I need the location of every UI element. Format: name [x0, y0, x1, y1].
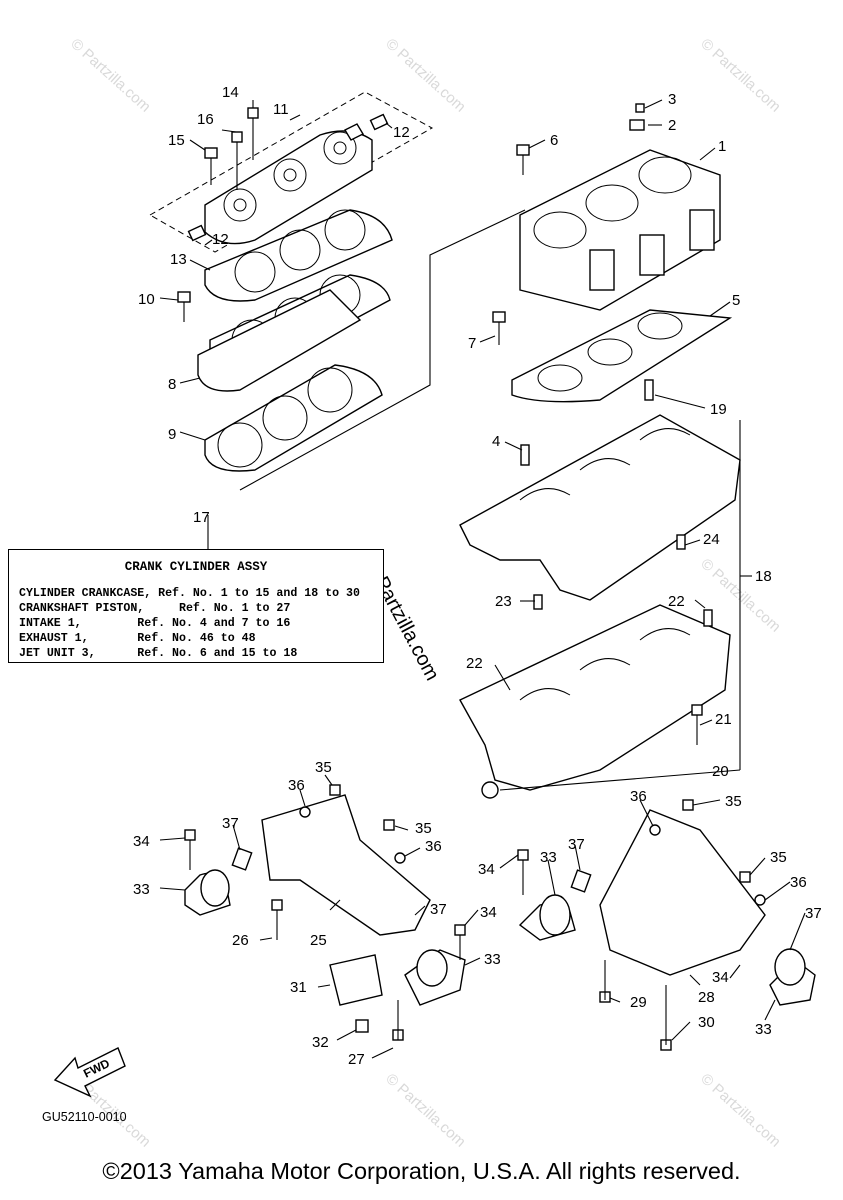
- callout-19: 19: [710, 401, 727, 418]
- callout-34b: 34: [480, 904, 497, 921]
- left-mount-group: [184, 784, 466, 1041]
- legend-rows: CYLINDER CRANKCASE, Ref. No. 1 to 15 and…: [19, 586, 360, 661]
- callout-22b: 22: [466, 655, 483, 672]
- callout-37d: 37: [805, 905, 822, 922]
- callout-25: 25: [310, 932, 327, 949]
- right-mount-group: [517, 799, 816, 1051]
- callout-33d: 33: [755, 1021, 772, 1038]
- assembly-legend: CRANK CYLINDER ASSY CYLINDER CRANKCASE, …: [8, 549, 384, 663]
- callout-17: 17: [193, 509, 210, 526]
- callout-13: 13: [170, 251, 187, 268]
- callout-20: 20: [712, 763, 729, 780]
- callout-22: 22: [668, 593, 685, 610]
- callout-36d: 36: [790, 874, 807, 891]
- callout-3: 3: [668, 91, 676, 108]
- callout-37c: 37: [568, 836, 585, 853]
- callout-30: 30: [698, 1014, 715, 1031]
- callout-14: 14: [222, 84, 239, 101]
- callout-32: 32: [312, 1034, 329, 1051]
- callout-26: 26: [232, 932, 249, 949]
- watermark: © Partzilla.com: [67, 35, 153, 115]
- callout-11: 11: [273, 101, 289, 118]
- base-gasket: [511, 309, 733, 403]
- callout-35d: 35: [770, 849, 787, 866]
- intake-head-group: [148, 91, 434, 253]
- callout-35: 35: [315, 759, 332, 776]
- bolt-group-upper: [204, 107, 259, 190]
- diagram-code: GU52110-0010: [42, 1110, 127, 1124]
- legend-title: CRANK CYLINDER ASSY: [124, 560, 268, 574]
- callout-33: 33: [133, 881, 150, 898]
- callout-4: 4: [492, 433, 500, 450]
- upper-crankcase: [459, 379, 741, 770]
- legend-row: CRANKSHAFT PISTON, Ref. No. 1 to 27: [19, 602, 291, 615]
- callout-18: 18: [755, 568, 772, 585]
- callout-33b: 33: [484, 951, 501, 968]
- callout-35c: 35: [725, 793, 742, 810]
- callout-12b: 12: [212, 231, 229, 248]
- callout-15: 15: [168, 132, 185, 149]
- callout-29: 29: [630, 994, 647, 1011]
- callout-34d: 34: [712, 969, 729, 986]
- callout-2: 2: [668, 117, 676, 134]
- cylinder-block: [519, 103, 721, 311]
- legend-row: INTAKE 1, Ref. No. 4 and 7 to 16: [19, 617, 291, 630]
- callout-36b: 36: [425, 838, 442, 855]
- legend-row: CYLINDER CRANKCASE, Ref. No. 1 to 15 and…: [19, 587, 360, 600]
- callout-28: 28: [698, 989, 715, 1006]
- cylinder-head-gaskets: [177, 209, 526, 491]
- callout-10: 10: [138, 291, 155, 308]
- callout-8: 8: [168, 376, 176, 393]
- callout-36c: 36: [630, 788, 647, 805]
- callout-21: 21: [715, 711, 732, 728]
- legend-row: EXHAUST 1, Ref. No. 46 to 48: [19, 632, 256, 645]
- callout-1: 1: [718, 138, 726, 155]
- leader-lines: [159, 99, 806, 1059]
- callout-27: 27: [348, 1051, 365, 1068]
- callout-5: 5: [732, 292, 740, 309]
- watermark: © Partzilla.com: [697, 1070, 783, 1150]
- watermark: © Partzilla.com: [382, 1070, 468, 1150]
- callout-numbers: 14 11 16 15 12 12 13 10 8 9 3 2 1 6 5 7 …: [133, 84, 822, 1068]
- callout-37: 37: [222, 815, 239, 832]
- legend-row: JET UNIT 3, Ref. No. 6 and 15 to 18: [19, 647, 298, 660]
- callout-36: 36: [288, 777, 305, 794]
- callout-34c: 34: [478, 861, 495, 878]
- callout-34: 34: [133, 833, 150, 850]
- bolt-6: [516, 144, 530, 175]
- bolt-7: [492, 311, 506, 345]
- callout-6: 6: [550, 132, 558, 149]
- lower-crankcase: [459, 604, 741, 799]
- callout-9: 9: [168, 426, 176, 443]
- callout-37b: 37: [430, 901, 447, 918]
- callout-31: 31: [290, 979, 307, 996]
- watermark: © Partzilla.com: [697, 35, 783, 115]
- callout-33c: 33: [540, 849, 557, 866]
- callout-35b: 35: [415, 820, 432, 837]
- callout-16: 16: [197, 111, 214, 128]
- callout-23: 23: [495, 593, 512, 610]
- callout-7: 7: [468, 335, 476, 352]
- watermark: © Partzilla.com: [382, 35, 468, 115]
- copyright-footer: ©2013 Yamaha Motor Corporation, U.S.A. A…: [102, 1158, 741, 1184]
- callout-12: 12: [393, 124, 410, 141]
- callout-24: 24: [703, 531, 720, 548]
